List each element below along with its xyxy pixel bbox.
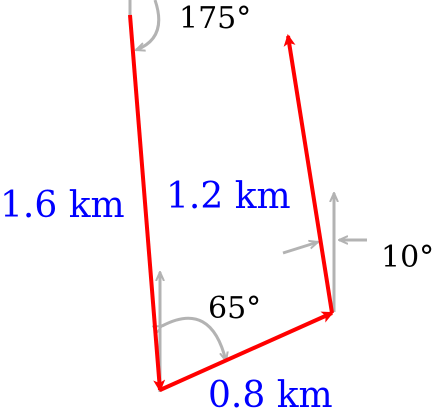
angle-arc-65 — [162, 316, 226, 361]
vector-leg-1 — [128, 14, 166, 392]
vector-leg-2 — [159, 311, 334, 392]
angle-label-175: 175° — [179, 1, 252, 36]
distance-label-leg-2: 0.8 km — [208, 375, 333, 416]
distance-label-leg-1: 1.6 km — [0, 185, 125, 226]
angle-arc-175 — [136, 0, 161, 50]
vector-leg-3 — [283, 34, 334, 314]
angle-label-10: 10° — [381, 240, 435, 275]
angle-label-65: 65° — [208, 291, 262, 326]
angle-arc-10-left — [282, 242, 318, 255]
distance-label-leg-3: 1.2 km — [166, 176, 291, 217]
